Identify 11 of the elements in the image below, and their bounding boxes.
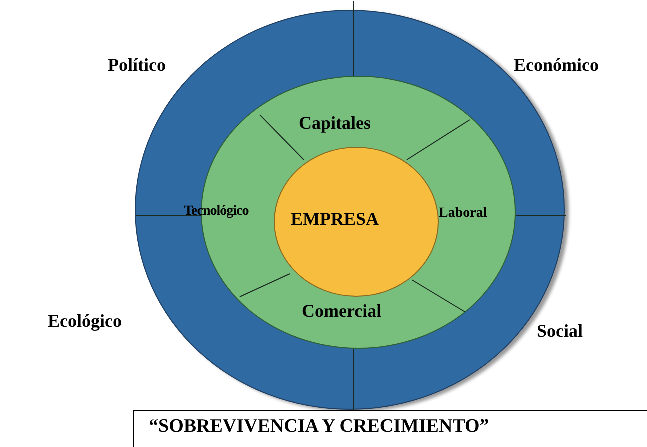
segment-label: Capitales	[299, 114, 371, 132]
factor-label: Ecológico	[48, 312, 122, 330]
caption-box	[133, 410, 647, 447]
segment-label: EMPRESA	[291, 210, 380, 228]
segment-label: “SOBREVIVENCIA Y CRECIMIENTO”	[149, 417, 490, 436]
segment-label: Laboral	[439, 207, 488, 221]
segment-label: Comercial	[302, 302, 382, 320]
factor-label: Político	[108, 56, 166, 74]
factor-label: Social	[537, 322, 584, 340]
segment-label: Tecnológico	[184, 205, 249, 219]
factor-label: Económico	[514, 56, 599, 74]
